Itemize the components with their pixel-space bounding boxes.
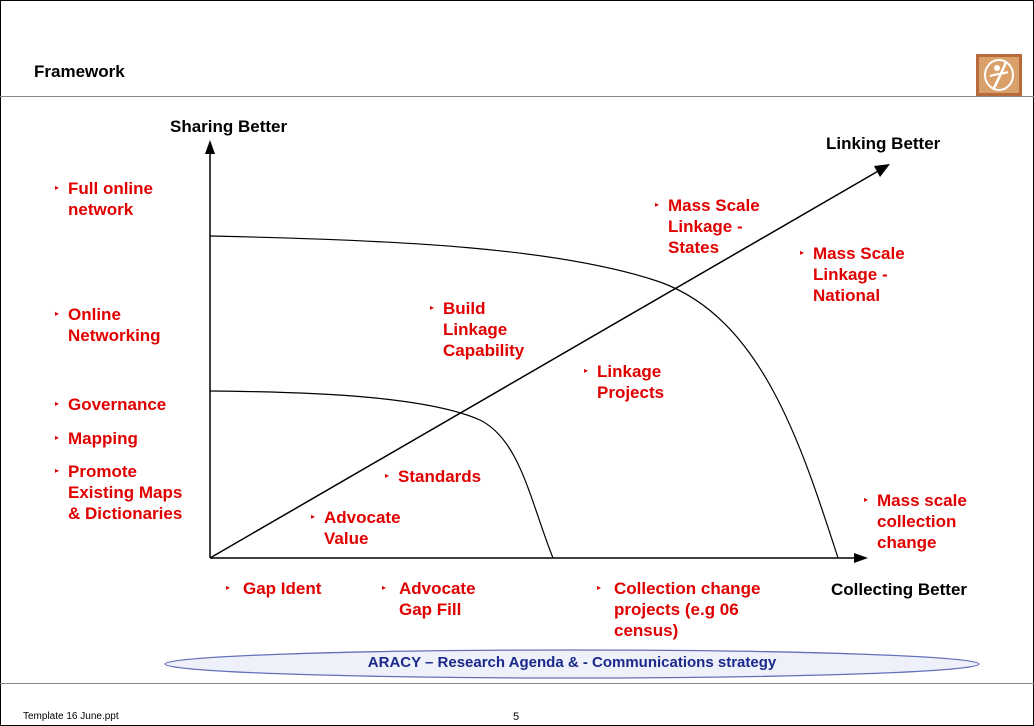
outer-frontier-curve: [209, 235, 839, 559]
footer-divider: [0, 683, 1034, 684]
x-axis-arrow-icon: [854, 553, 868, 563]
left-item: ▸ Online Networking: [55, 305, 161, 345]
logo-figure-icon: [976, 54, 1022, 96]
left-item: ▸ Governance: [55, 395, 167, 414]
y-axis-arrow-icon: [205, 140, 215, 154]
bullet-triangle-icon: ▸: [226, 583, 231, 592]
inner-item: ▸ Linkage Projects: [584, 362, 665, 402]
bullet-triangle-icon: ▸: [55, 183, 60, 192]
bullet-triangle-icon: ▸: [55, 309, 60, 318]
diagonal-axis-label: Linking Better: [826, 134, 941, 153]
bullet-triangle-icon: ▸: [584, 366, 589, 375]
header-divider: [0, 96, 1034, 97]
bullet-triangle-icon: ▸: [55, 433, 60, 442]
bullet-triangle-icon: ▸: [55, 466, 60, 475]
inner-frontier-curve: [209, 390, 554, 559]
inner-item: ▸ Standards: [385, 467, 482, 486]
bottom-item: ▸ Collection change projects (e.g 06 cen…: [597, 579, 761, 640]
bullet-triangle-icon: ▸: [597, 583, 602, 592]
left-item: ▸ Promote Existing Maps & Dictionaries: [55, 462, 183, 523]
bottom-item: ▸ Advocate Gap Fill: [382, 579, 476, 619]
bullet-triangle-icon: ▸: [655, 200, 660, 209]
page-number: 5: [513, 711, 520, 723]
bullet-triangle-icon: ▸: [382, 583, 387, 592]
bullet-triangle-icon: ▸: [430, 303, 435, 312]
x-axis-label: Collecting Better: [831, 580, 968, 599]
bullet-triangle-icon: ▸: [311, 512, 316, 521]
y-axis-label: Sharing Better: [170, 117, 288, 136]
bottom-item: ▸ Gap Ident: [226, 579, 322, 598]
inner-item: ▸ Mass scale collection change: [864, 491, 967, 552]
left-item: ▸ Full online network: [55, 179, 153, 219]
diagonal-axis-arrow-icon: [874, 164, 890, 177]
slide-title: Framework: [34, 62, 125, 81]
strategy-banner: ARACY – Research Agenda & - Communicatio…: [367, 654, 777, 671]
bullet-triangle-icon: ▸: [800, 248, 805, 257]
diagonal-axis-line: [209, 169, 881, 559]
inner-item: ▸ Mass Scale Linkage - States: [655, 196, 760, 257]
bullet-triangle-icon: ▸: [864, 495, 869, 504]
inner-item: ▸ Mass Scale Linkage - National: [800, 244, 905, 305]
inner-item: ▸ Build Linkage Capability: [430, 299, 525, 360]
footer-filename: Template 16 June.ppt: [23, 711, 119, 722]
left-item: ▸ Mapping: [55, 429, 138, 448]
inner-item: ▸ Advocate Value: [311, 508, 401, 548]
banner-ellipse: [164, 649, 980, 679]
bullet-triangle-icon: ▸: [55, 399, 60, 408]
bullet-triangle-icon: ▸: [385, 471, 390, 480]
